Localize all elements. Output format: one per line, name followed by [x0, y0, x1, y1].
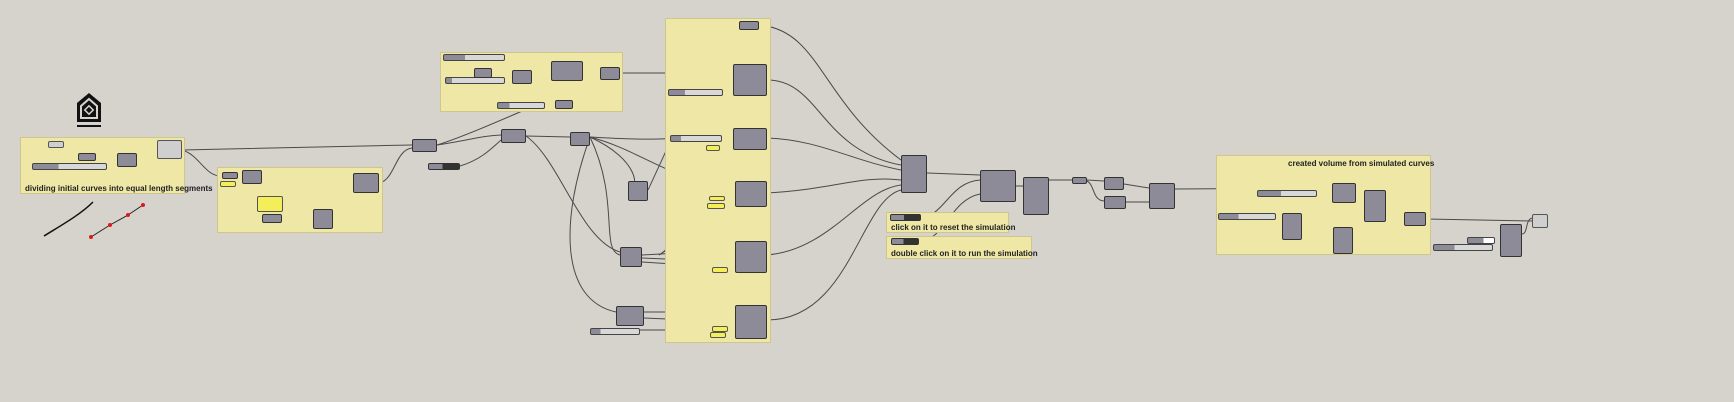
component[interactable] — [739, 21, 759, 30]
component[interactable] — [600, 67, 620, 80]
volume-label: created volume from simulated curves — [1288, 159, 1435, 168]
panel[interactable] — [257, 196, 283, 212]
divide-component[interactable] — [157, 140, 182, 159]
component[interactable] — [1282, 213, 1302, 240]
component[interactable] — [242, 170, 262, 184]
component[interactable] — [501, 129, 526, 143]
group-volume[interactable]: created volume from simulated curves — [1216, 155, 1435, 255]
component[interactable] — [1364, 190, 1386, 222]
number-slider[interactable] — [1467, 237, 1495, 244]
component[interactable] — [512, 70, 532, 84]
component[interactable] — [1149, 183, 1175, 209]
panel[interactable] — [709, 196, 725, 201]
panel[interactable] — [712, 326, 728, 332]
goal-component[interactable] — [735, 241, 767, 273]
goal-component[interactable] — [733, 128, 767, 150]
goal-component[interactable] — [733, 64, 767, 96]
run-label: double click on it to run the simulation — [891, 249, 1038, 258]
panel[interactable] — [220, 181, 236, 187]
number-slider[interactable] — [1218, 213, 1276, 220]
component[interactable] — [620, 247, 642, 267]
component[interactable] — [474, 68, 492, 78]
solver-component[interactable] — [980, 170, 1016, 202]
house-logo-icon — [77, 93, 101, 127]
goal-component[interactable] — [735, 181, 767, 207]
component[interactable] — [570, 132, 590, 146]
number-slider[interactable] — [32, 163, 107, 170]
component[interactable] — [412, 139, 437, 152]
component[interactable] — [353, 173, 379, 193]
component[interactable] — [555, 100, 573, 109]
goal-component[interactable] — [735, 305, 767, 339]
component[interactable] — [1104, 177, 1124, 190]
number-slider[interactable] — [670, 135, 722, 142]
component[interactable] — [262, 214, 282, 223]
component[interactable] — [1404, 212, 1426, 226]
component[interactable] — [313, 209, 333, 229]
panel[interactable] — [707, 203, 725, 209]
number-slider[interactable] — [1257, 190, 1317, 197]
reset-label: click on it to reset the simulation — [891, 223, 1016, 232]
reset-toggle[interactable] — [890, 214, 921, 221]
component[interactable] — [117, 153, 137, 167]
component[interactable] — [1332, 183, 1356, 203]
component[interactable] — [1333, 227, 1353, 254]
number-slider[interactable] — [445, 77, 505, 84]
component[interactable] — [222, 172, 238, 179]
group-label: dividing initial curves into equal lengt… — [25, 184, 213, 193]
merge-component[interactable] — [901, 155, 927, 193]
component[interactable] — [78, 153, 96, 161]
component[interactable] — [1500, 224, 1522, 257]
number-slider[interactable] — [668, 89, 723, 96]
number-slider[interactable] — [1433, 244, 1493, 251]
number-slider[interactable] — [590, 328, 640, 335]
run-toggle[interactable] — [891, 238, 919, 245]
panel[interactable] — [710, 332, 726, 338]
group-run[interactable]: double click on it to run the simulation — [886, 236, 1038, 259]
number-slider[interactable] — [497, 102, 545, 109]
curve-param[interactable] — [48, 141, 64, 148]
number-slider[interactable] — [443, 54, 505, 61]
output-param[interactable] — [1532, 214, 1548, 228]
component[interactable] — [616, 306, 644, 326]
component[interactable] — [1023, 177, 1049, 215]
boolean-toggle[interactable] — [428, 163, 460, 170]
component[interactable] — [551, 61, 583, 81]
component[interactable] — [1072, 177, 1087, 184]
panel[interactable] — [712, 267, 728, 273]
division-points — [89, 203, 145, 239]
component[interactable] — [1104, 196, 1126, 209]
component[interactable] — [628, 181, 648, 201]
panel[interactable] — [706, 145, 720, 151]
